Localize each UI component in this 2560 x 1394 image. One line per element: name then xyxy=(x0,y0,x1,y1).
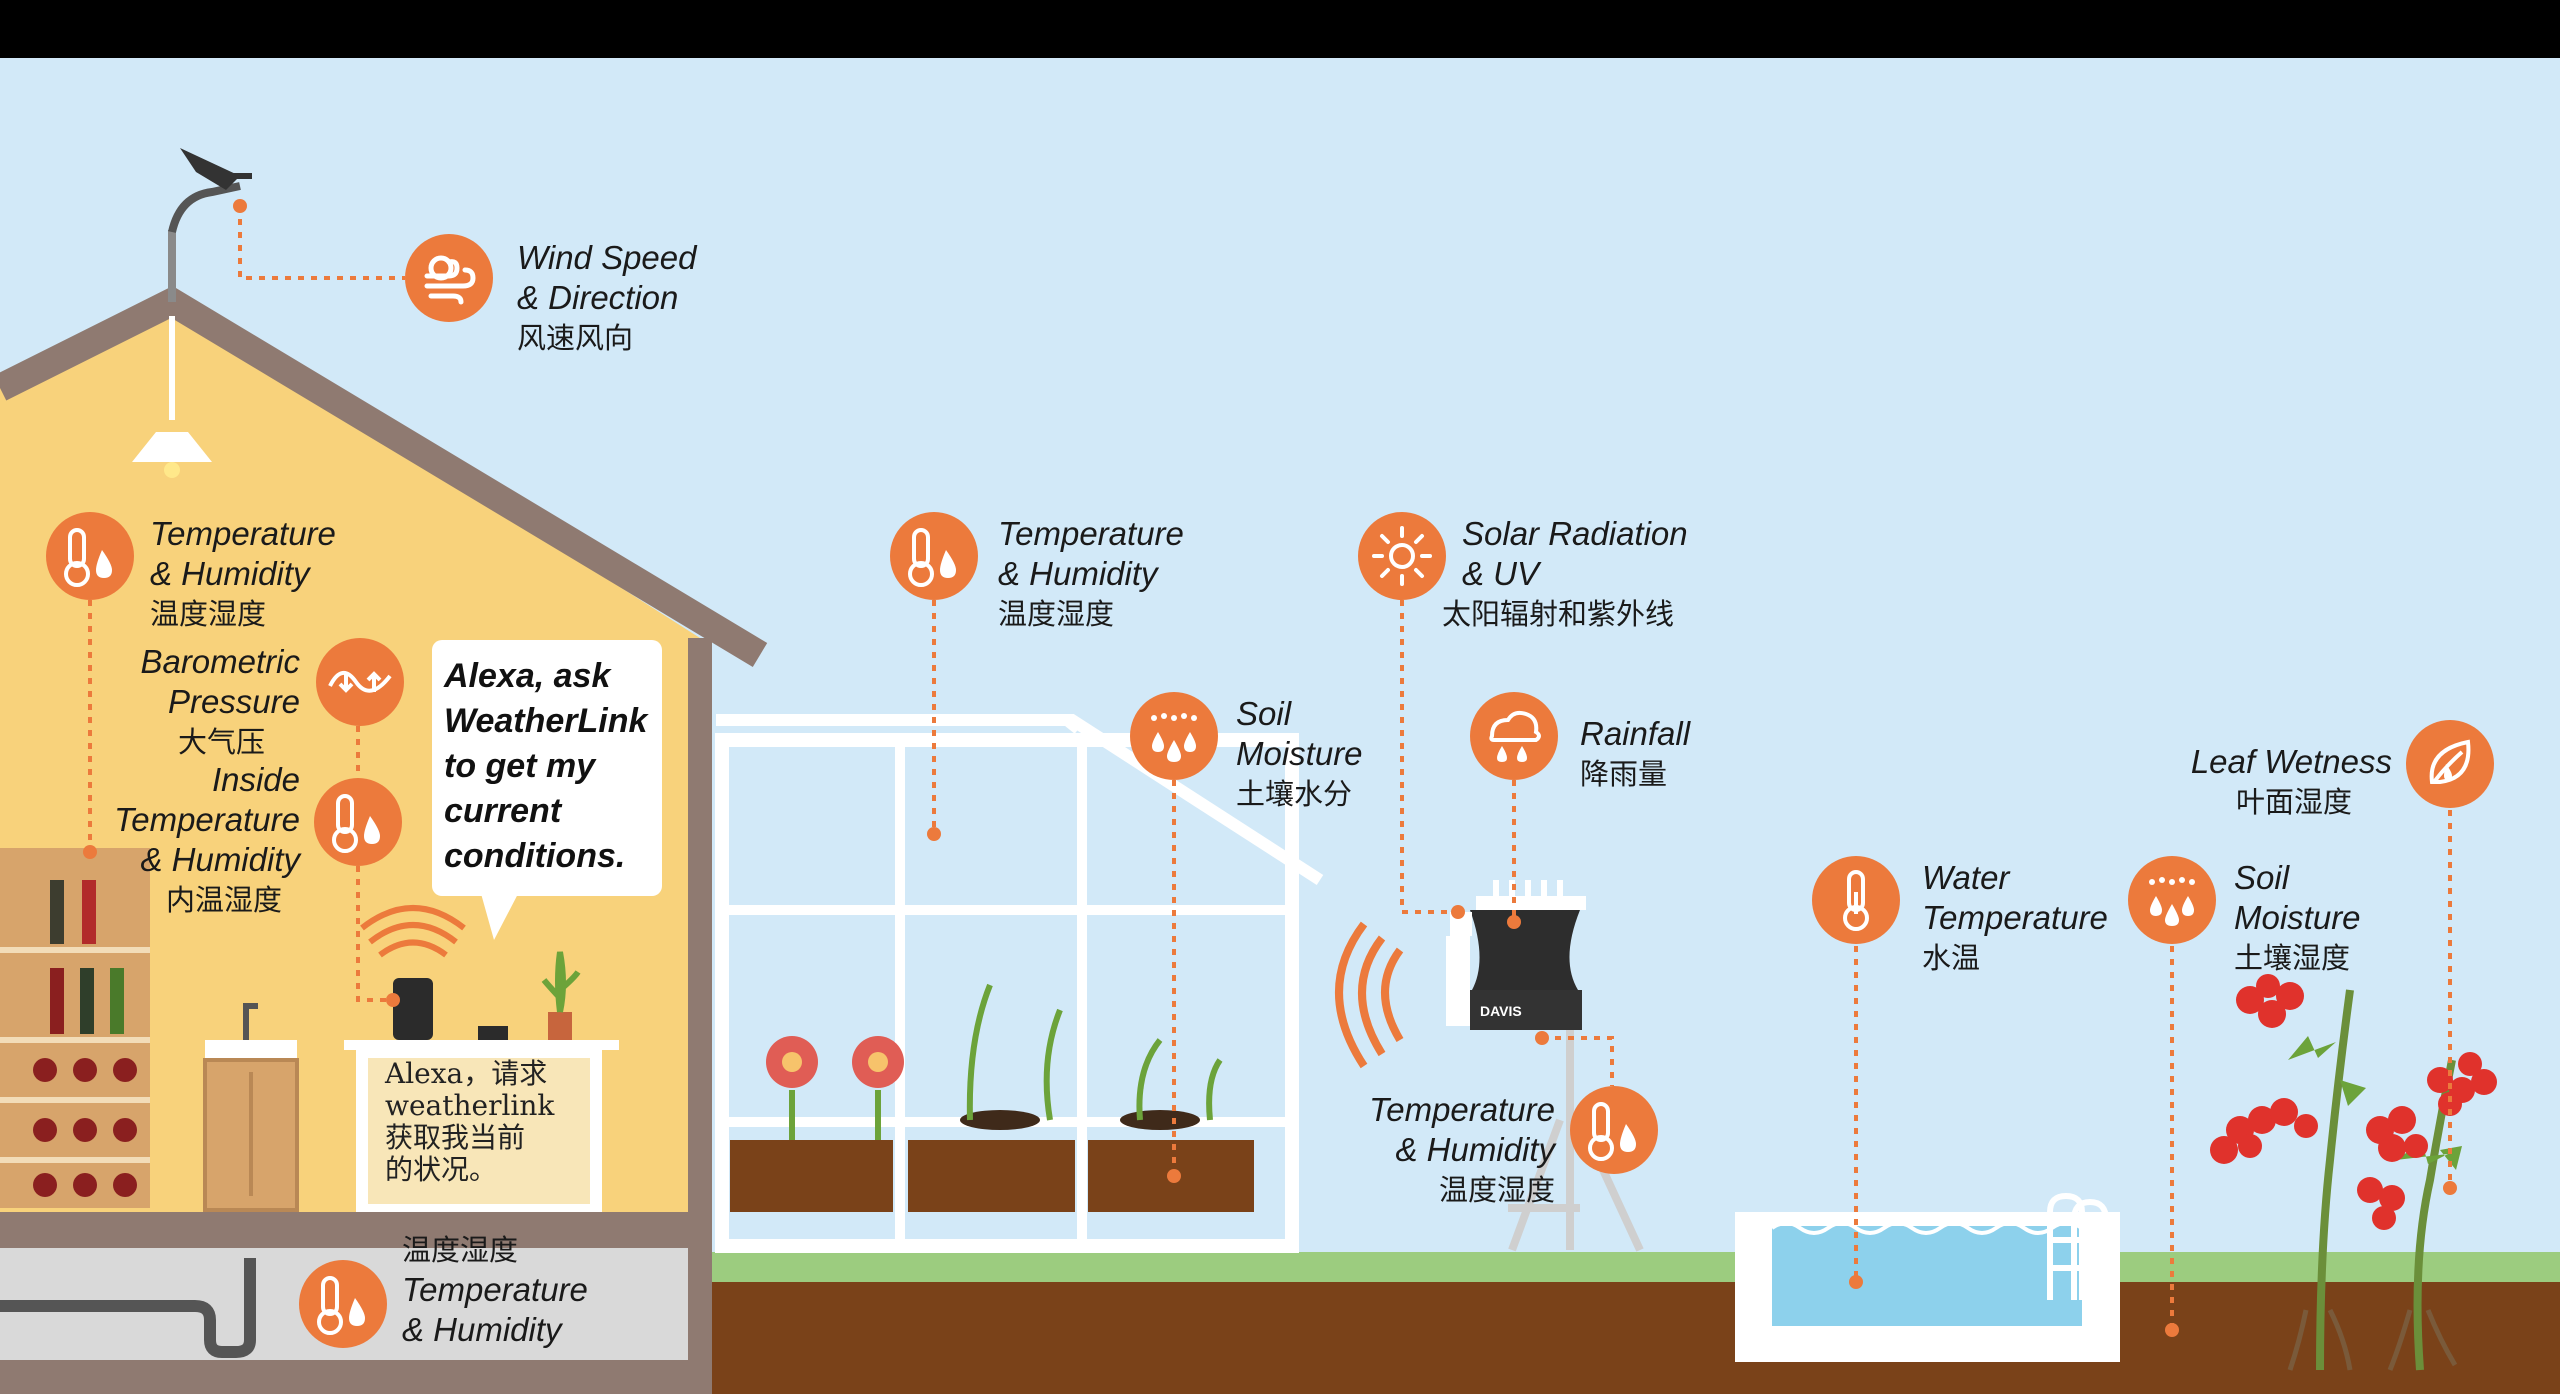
solar-cn: 太阳辐射和紫外线 xyxy=(1442,597,1675,631)
water-cn: 水温 xyxy=(1922,941,1981,975)
inside-cn: 内温湿度 xyxy=(166,883,283,917)
sun-icon xyxy=(1358,512,1446,600)
top-bar xyxy=(0,0,2560,58)
sensor-dots xyxy=(83,199,2457,1337)
rain-line-1: Rainfall xyxy=(1580,715,1691,752)
thermometer-droplet-icon xyxy=(299,1260,387,1348)
gh-soil-line-1: Soil xyxy=(1236,695,1292,732)
baro-line-2: Pressure xyxy=(167,683,300,720)
cloud-rain-icon xyxy=(1470,692,1558,780)
field-soil-line-1: Soil xyxy=(2234,859,2290,896)
thermometer-droplet-icon xyxy=(314,778,402,866)
leaf-cn: 叶面湿度 xyxy=(2236,785,2353,819)
sensor-connectors xyxy=(88,206,2452,1330)
label-greenhouse-soil: Soil Moisture 土壤水分 xyxy=(1236,694,1363,814)
baro-line-1: Barometric xyxy=(140,643,300,680)
greenhouse-beds xyxy=(730,983,1254,1212)
inside-line-3: & Humidity xyxy=(140,841,300,878)
gh-th-line-2: & Humidity xyxy=(998,555,1158,592)
pressure-wave-icon xyxy=(316,638,404,726)
thermometer-droplet-icon xyxy=(890,512,978,600)
soil-moisture-icon xyxy=(1130,692,1218,780)
gh-soil-line-2: Moisture xyxy=(1236,735,1363,772)
house-th-cn: 温度湿度 xyxy=(150,597,267,631)
leaf-line-1: Leaf Wetness xyxy=(2190,743,2392,780)
wind-line-2: & Direction xyxy=(517,279,679,316)
gh-th-cn: 温度湿度 xyxy=(998,597,1115,631)
label-basement-temp-humidity: 温度湿度 Temperature & Humidity xyxy=(402,1230,588,1350)
rain-cn: 降雨量 xyxy=(1580,757,1668,791)
sign-board-text: Alexa，请求 weatherlink 获取我当前 的状况。 xyxy=(385,1057,555,1186)
gh-th-line-1: Temperature xyxy=(998,515,1184,552)
wind-line-1: Wind Speed xyxy=(517,239,697,276)
tomato-plants xyxy=(2210,974,2497,1371)
solar-line-2: & UV xyxy=(1462,555,1540,592)
speech-bubble-text: Alexa, ask WeatherLink to get my current… xyxy=(444,657,648,875)
field-soil-line-2: Moisture xyxy=(2234,899,2361,936)
label-greenhouse-temp-humidity: Temperature & Humidity 温度湿度 xyxy=(998,514,1184,634)
label-water-temp: Water Temperature 水温 xyxy=(1922,858,2108,978)
field-soil-cn: 土壤湿度 xyxy=(2234,941,2351,975)
soil-moisture-icon xyxy=(2128,856,2216,944)
label-barometric: Barometric Pressure 大气压 xyxy=(100,642,300,762)
station-th-line-2: & Humidity xyxy=(1395,1131,1555,1168)
label-field-soil: Soil Moisture 土壤湿度 xyxy=(2234,858,2361,978)
leaf-icon xyxy=(2406,720,2494,808)
water-line-2: Temperature xyxy=(1922,899,2108,936)
wind-cn: 风速风向 xyxy=(517,321,634,355)
label-rainfall: Rainfall 降雨量 xyxy=(1580,714,1690,794)
gh-soil-cn: 土壤水分 xyxy=(1236,777,1353,811)
solar-line-1: Solar Radiation xyxy=(1462,515,1688,552)
weather-station: DAVIS xyxy=(1335,880,1644,1252)
basement-line-2: & Humidity xyxy=(402,1311,562,1348)
pool xyxy=(1735,1192,2120,1362)
grass-strip xyxy=(700,1252,2560,1282)
label-leaf-wetness: Leaf Wetness 叶面湿度 xyxy=(2180,742,2392,822)
label-house-temp-humidity: Temperature & Humidity 温度湿度 xyxy=(150,514,336,634)
inside-line-1: Inside xyxy=(211,761,300,798)
station-th-line-1: Temperature xyxy=(1369,1091,1555,1128)
thermometer-icon xyxy=(1812,856,1900,944)
basement-cn: 温度湿度 xyxy=(402,1233,519,1267)
anemometer xyxy=(168,148,252,302)
label-inside-temp-humidity: Inside Temperature & Humidity 内温湿度 xyxy=(100,760,300,920)
ground-soil xyxy=(700,1282,2560,1394)
station-brand: DAVIS xyxy=(1480,1003,1522,1019)
inside-line-2: Temperature xyxy=(114,801,300,838)
station-th-cn: 温度湿度 xyxy=(1438,1173,1555,1207)
water-line-1: Water xyxy=(1922,859,2010,896)
baro-cn: 大气压 xyxy=(178,725,266,759)
house-th-line-2: & Humidity xyxy=(150,555,310,592)
basement-line-1: Temperature xyxy=(402,1271,588,1308)
house-th-line-1: Temperature xyxy=(150,515,336,552)
wind-icon xyxy=(405,234,493,322)
label-station-temp-humidity: Temperature & Humidity 温度湿度 xyxy=(1350,1090,1555,1210)
speech-bubble: Alexa, ask WeatherLink to get my current… xyxy=(432,640,662,896)
label-solar: Solar Radiation & UV 太阳辐射和紫外线 xyxy=(1442,514,1688,634)
thermometer-droplet-icon xyxy=(46,512,134,600)
thermometer-droplet-icon xyxy=(1570,1086,1658,1174)
label-wind: Wind Speed & Direction 风速风向 xyxy=(517,238,697,358)
